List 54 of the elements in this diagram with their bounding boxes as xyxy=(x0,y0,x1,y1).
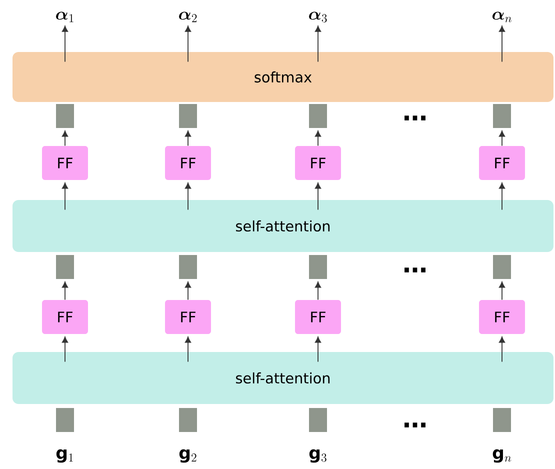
arrow xyxy=(314,282,322,300)
arrow xyxy=(62,282,68,300)
arrow xyxy=(62,130,68,146)
ellipsis: … xyxy=(404,268,426,272)
math-label: $\bm{\alpha}_n$ xyxy=(492,12,512,22)
vector-box xyxy=(179,104,197,128)
math-label: $\mathbf{g}_2$ xyxy=(179,449,196,463)
arrow xyxy=(62,26,68,62)
vector-box xyxy=(179,255,197,279)
arrow xyxy=(314,336,322,362)
vector-box xyxy=(309,408,327,432)
vector-box xyxy=(493,408,511,432)
arrow xyxy=(184,336,192,362)
attention-layer: self-attention xyxy=(12,200,554,252)
arrow xyxy=(498,26,506,62)
arrow xyxy=(314,182,322,210)
vector-box xyxy=(309,255,327,279)
attention-layer: self-attention xyxy=(12,352,554,404)
ff-box: FF xyxy=(42,300,88,334)
ff-box: FF xyxy=(295,146,341,180)
arrow xyxy=(184,282,192,300)
arrow xyxy=(498,182,506,210)
ff-box: FF xyxy=(165,146,211,180)
vector-box xyxy=(309,104,327,128)
arrow xyxy=(498,130,506,146)
math-label: $\bm{\alpha}_3$ xyxy=(309,12,327,22)
arrow xyxy=(184,182,192,210)
arrow xyxy=(314,26,322,62)
arrow xyxy=(314,130,322,146)
arrow xyxy=(62,182,68,210)
vector-box xyxy=(179,408,197,432)
arrow xyxy=(498,282,506,300)
ff-box: FF xyxy=(165,300,211,334)
arrow xyxy=(62,336,68,362)
softmax-layer: softmax xyxy=(12,52,554,102)
vector-box xyxy=(493,255,511,279)
arrow xyxy=(498,336,506,362)
ff-box: FF xyxy=(295,300,341,334)
arrow xyxy=(184,26,192,62)
ff-box: FF xyxy=(479,300,525,334)
vector-box xyxy=(493,104,511,128)
arrow xyxy=(184,130,192,146)
ff-box: FF xyxy=(479,146,525,180)
math-label: $\mathbf{g}_1$ xyxy=(56,449,73,463)
vector-box xyxy=(56,104,74,128)
vector-box xyxy=(56,408,74,432)
math-label: $\bm{\alpha}_2$ xyxy=(179,12,197,22)
math-label: $\bm{\alpha}_1$ xyxy=(56,12,74,22)
ellipsis: … xyxy=(404,116,426,120)
ff-box: FF xyxy=(42,146,88,180)
vector-box xyxy=(56,255,74,279)
ellipsis: … xyxy=(404,422,426,428)
math-label: $\mathbf{g}_3$ xyxy=(309,449,326,463)
math-label: $\mathbf{g}_n$ xyxy=(492,449,512,463)
